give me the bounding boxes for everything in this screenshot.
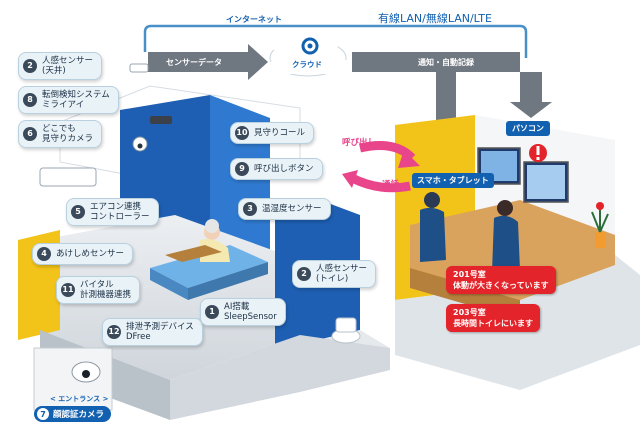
cloud-shape [269, 28, 347, 77]
callout-number: 9 [235, 162, 249, 176]
bed-table [165, 245, 222, 262]
callout-call-button: 9 呼び出しボタン [230, 158, 323, 180]
callout-line: 人感センサー [42, 56, 94, 66]
toilet [331, 317, 361, 344]
fall-detection-device [150, 116, 172, 124]
callout-temp-humidity-sensor: 3 温湿度センサー [238, 198, 331, 220]
internet-line [143, 24, 528, 58]
callout-line: 呼び出しボタン [254, 164, 314, 174]
callout-ac-controller: 5 エアコン連携コントローラー [66, 198, 159, 226]
flower-vase [591, 202, 609, 248]
callout-watch-call: 10 見守りコール [230, 122, 315, 144]
notify-arrow [352, 52, 520, 170]
callout-number: 2 [23, 59, 37, 73]
callout-fall-detection: 8 転倒検知システムミライアイ [18, 86, 119, 114]
callout-line: AI搭載 [224, 302, 250, 312]
callout-number: 1 [205, 305, 219, 319]
staff-person-right [492, 200, 520, 272]
callout-line: どこでも [42, 124, 76, 134]
notify-label: 通知・自動記録 [418, 58, 474, 67]
staff-person-left [420, 192, 446, 262]
callout-line: エアコン連携 [90, 202, 142, 212]
pc-arrow [510, 72, 552, 118]
talk-arrow [349, 173, 411, 193]
air-conditioner [39, 167, 97, 187]
alert-line: 長時間トイレにいます [453, 319, 533, 328]
callout-line: SleepSensor [224, 312, 277, 322]
ceiling-sensor [129, 63, 149, 73]
talk-label: 通話 [382, 180, 400, 190]
pc-label: パソコン [506, 121, 550, 136]
callout-line: あけしめセンサー [56, 249, 125, 259]
callout-vital-devices: 11 バイタル計測機器連携 [56, 276, 141, 304]
callout-line: コントローラー [90, 212, 150, 222]
callout-line: (天井) [42, 66, 66, 76]
lan-label: 有線LAN/無線LAN/LTE [378, 12, 492, 25]
call-label: 呼び出し [342, 138, 377, 148]
callout-number: 2 [297, 267, 311, 281]
entrance-camera-frame [33, 347, 113, 411]
entrance-label: 7 顔認証カメラ [34, 406, 112, 422]
callout-number: 4 [37, 247, 51, 261]
care-bed [150, 245, 268, 300]
callout-line: 温湿度センサー [262, 204, 322, 214]
alert-room-203: 203号室 長時間トイレにいます [446, 304, 540, 332]
callout-toilet-human-sensor: 2 人感センサー(トイレ) [292, 260, 377, 288]
entrance-small-label: < エントランス > [50, 395, 109, 403]
callout-number: 12 [107, 325, 121, 339]
callout-number: 10 [235, 126, 249, 140]
alert-line: 体動が大きくなっています [453, 281, 549, 290]
callout-line: 見守りコール [254, 128, 306, 138]
smartphone-label: スマホ・タブレット [412, 173, 494, 188]
callout-line: 見守りカメラ [42, 134, 94, 144]
sensor-data-label: センサーデータ [166, 58, 222, 67]
callout-number: 3 [243, 202, 257, 216]
callout-open-close-sensor: 4 あけしめセンサー [32, 243, 134, 265]
callout-line: バイタル [80, 280, 114, 290]
alert-line: 201号室 [453, 270, 486, 279]
entrance-number: 7 [37, 408, 49, 420]
callout-number: 5 [71, 205, 85, 219]
callout-line: 人感センサー [316, 264, 368, 274]
entrance-text: 顔認証カメラ [53, 410, 105, 420]
callout-number: 6 [23, 127, 37, 141]
callout-number: 8 [23, 93, 37, 107]
cloud-logo-icon [301, 37, 319, 55]
building-base-side [170, 335, 390, 420]
callout-line: DFree [126, 332, 151, 342]
callout-line: 排泄予測デバイス [126, 322, 194, 332]
callout-line: ミライアイ [42, 100, 85, 110]
alert-line: 203号室 [453, 308, 486, 317]
internet-label: インターネット [226, 15, 282, 24]
alert-room-201: 201号室 体動が大きくなっています [446, 266, 556, 294]
callout-line: 計測機器連携 [80, 290, 132, 300]
callout-line: 転倒検知システム [42, 90, 110, 100]
callout-ceiling-human-sensor: 2 人感センサー(天井) [18, 52, 103, 80]
callout-number: 11 [61, 283, 75, 297]
sensor-data-arrow [148, 44, 268, 80]
callout-line: (トイレ) [316, 274, 349, 284]
callout-watch-camera: 6 どこでも見守りカメラ [18, 120, 103, 148]
cloud-label: クラウド [292, 60, 322, 69]
